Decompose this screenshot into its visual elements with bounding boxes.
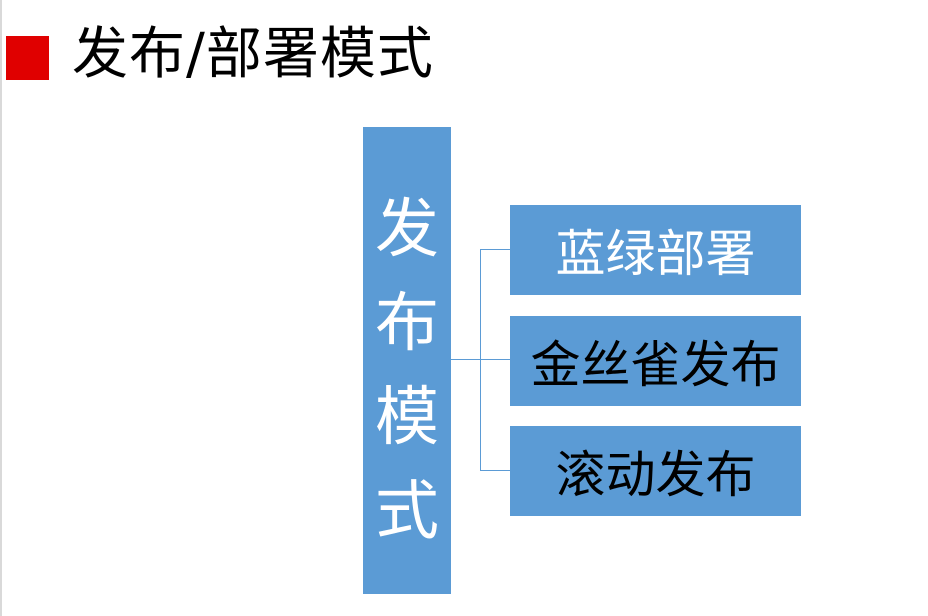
connector-branch-3 xyxy=(480,470,510,471)
child-node-label: 滚动发布 xyxy=(555,446,756,504)
child-node-canary: 金丝雀发布 xyxy=(510,316,801,406)
root-label-char: 发 xyxy=(375,193,439,267)
connector-branch-2 xyxy=(480,359,510,360)
root-label-char: 式 xyxy=(375,475,439,549)
left-border-line xyxy=(0,0,2,616)
connector-branch-1 xyxy=(480,249,510,250)
connector-vertical-trunk xyxy=(480,249,481,471)
root-label-char: 布 xyxy=(375,287,439,361)
child-node-blue-green: 蓝绿部署 xyxy=(510,205,801,295)
child-node-rolling: 滚动发布 xyxy=(510,426,801,516)
child-node-label: 蓝绿部署 xyxy=(555,225,756,283)
connector-root-stub xyxy=(451,359,481,360)
child-node-label: 金丝雀发布 xyxy=(530,336,781,394)
diagram-root-node: 发 布 模 式 xyxy=(363,127,451,594)
page-title: 发布/部署模式 xyxy=(72,22,434,87)
root-node-label: 发 布 模 式 xyxy=(363,183,451,559)
title-marker-square xyxy=(6,36,49,80)
root-label-char: 模 xyxy=(375,381,439,455)
